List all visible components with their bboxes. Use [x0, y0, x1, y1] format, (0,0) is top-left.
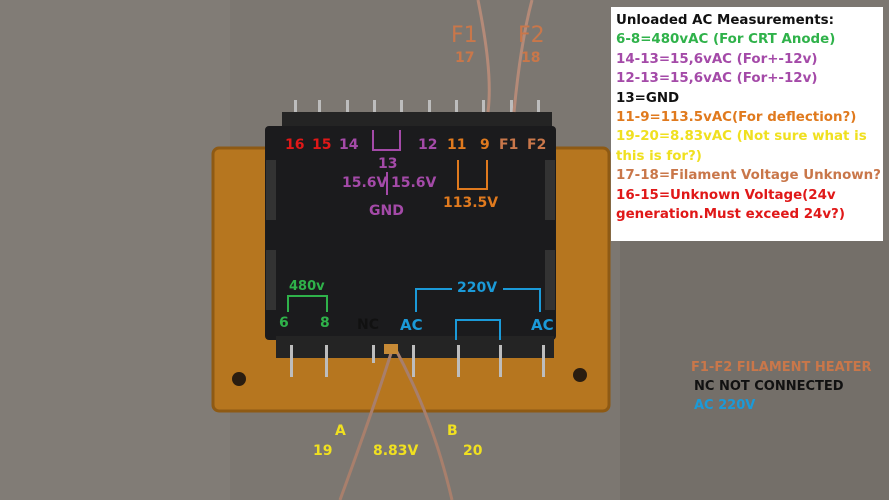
wire-f1	[476, 0, 491, 113]
measurements-panel: Unloaded AC Measurements: 6-8=480vAC (Fo…	[611, 7, 883, 241]
voltage-11-9: 113.5V	[443, 195, 499, 211]
measurement-line: generation.Must exceed 24v?)	[616, 207, 845, 223]
measurement-line: 13=GND	[616, 90, 680, 106]
f1-number: 17	[455, 50, 475, 66]
wire-a	[338, 349, 394, 500]
pin-15-label: 15	[312, 137, 332, 153]
bracket-113	[457, 160, 488, 190]
measurement-line: 14-13=15,6vAC (For+-12v)	[616, 51, 818, 67]
wire-b	[394, 349, 454, 500]
measurement-line: 11-9=113.5vAC(For deflection?)	[616, 110, 857, 126]
pin-6-label: 6	[279, 315, 289, 331]
wire-b-label: B	[447, 423, 458, 439]
gnd-label: GND	[369, 203, 404, 219]
nc-pin-label: NC	[357, 317, 379, 333]
pin-16-label: 16	[285, 137, 305, 153]
pin-f1-label: F1	[499, 137, 519, 153]
measurement-line: 19-20=8.83vAC (Not sure what is	[616, 129, 867, 145]
bottom-pins	[290, 345, 545, 377]
legend-ac: AC 220V	[694, 398, 756, 413]
f2-number: 18	[521, 50, 541, 66]
pin-13-label: 13	[378, 156, 398, 172]
measurements-title: Unloaded AC Measurements:	[616, 13, 834, 28]
pin-8-label: 8	[320, 315, 330, 331]
ac-left-label: AC	[400, 316, 423, 334]
pin-12-label: 12	[418, 137, 438, 153]
wire-f2	[512, 0, 534, 113]
measurement-line: 16-15=Unknown Voltage(24v	[616, 187, 836, 203]
transformer-body	[265, 126, 556, 340]
wire-a-label: A	[335, 423, 346, 439]
f2-top-label: F2	[518, 23, 545, 48]
pin-11-label: 11	[447, 137, 467, 153]
bracket-220	[415, 288, 541, 340]
bracket-13	[372, 130, 401, 195]
pin-19-label: 19	[313, 443, 333, 459]
voltage-220: 220V	[457, 280, 498, 296]
mount-hole-right	[573, 368, 587, 382]
pin-20-label: 20	[463, 443, 483, 459]
bracket-480	[287, 295, 328, 312]
ac-right-label: AC	[531, 316, 554, 334]
pin-f2-label: F2	[527, 137, 547, 153]
pin-9-label: 9	[480, 137, 490, 153]
legend-filament: F1-F2 FILAMENT HEATER	[691, 360, 872, 375]
measurement-line: 12-13=15,6vAC (For+-12v)	[616, 71, 818, 87]
measurement-line: this is for?)	[616, 148, 702, 164]
measurement-line: 6-8=480vAC (For CRT Anode)	[616, 32, 836, 48]
voltage-19-20: 8.83V	[373, 443, 419, 459]
measurements-list: 6-8=480vAC (For CRT Anode) 14-13=15,6vAC …	[616, 30, 881, 224]
legend-nc: NC NOT CONNECTED	[694, 379, 844, 394]
pin-14-label: 14	[339, 137, 359, 153]
voltage-12-13: 15.6V	[391, 175, 437, 191]
measurement-line: 17-18=Filament Voltage Unknown?	[616, 168, 881, 184]
mount-hole-left	[232, 372, 246, 386]
voltage-6-8: 480v	[289, 279, 325, 294]
voltage-14-13: 15.6V	[342, 175, 388, 191]
f1-top-label: F1	[451, 23, 478, 48]
